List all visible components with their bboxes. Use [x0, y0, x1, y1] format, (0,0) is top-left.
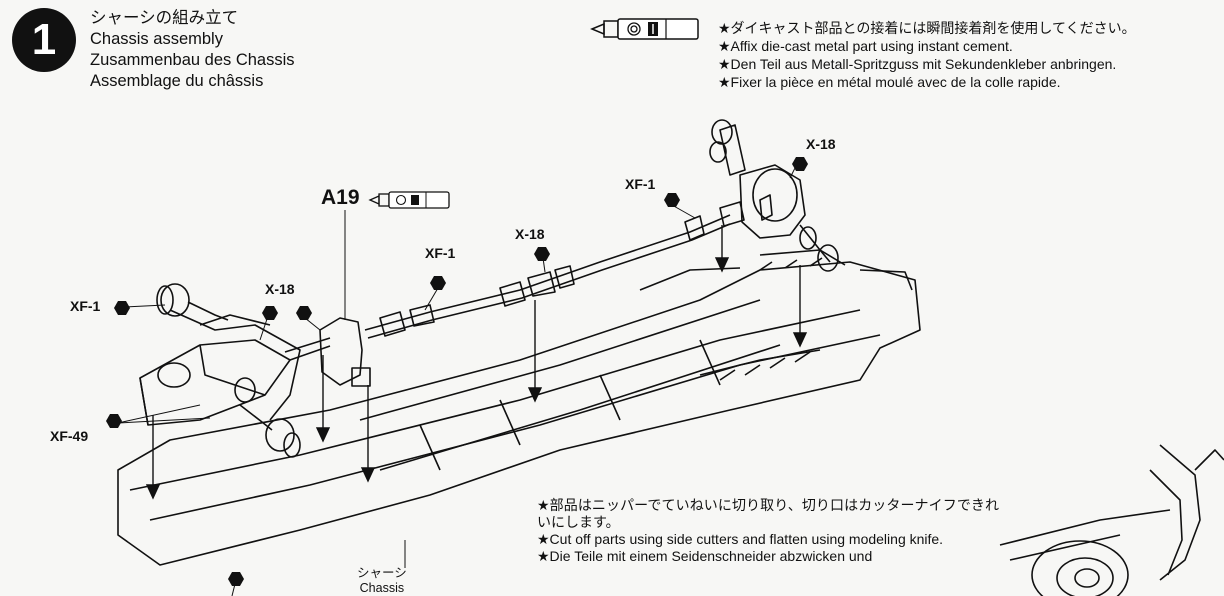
front-gearbox: [139, 339, 291, 426]
paint-marker-x18-left-a: [262, 306, 278, 320]
callout-a19: A19: [321, 186, 360, 209]
callout-xf1-left: XF-1: [70, 298, 101, 314]
chassis-label-ja: シャーシ: [357, 566, 407, 580]
glue-note-fr: ★Fixer la pièce en métal moulé avec de l…: [718, 74, 1061, 90]
cut-note-en: ★Cut off parts using side cutters and fl…: [537, 531, 944, 547]
paint-marker-x18-left-b: [296, 306, 312, 320]
paint-marker-xf49: [106, 414, 122, 428]
paint-marker-xf1-left: [114, 301, 130, 315]
cut-note: ★部品はニッパーでていねいに切り取り、切り口はカッターナイフできれいにします。 …: [537, 497, 999, 565]
cement-tube-icon: [590, 18, 699, 40]
cut-note-de: ★Die Teile mit einem Seidenschneider abz…: [537, 548, 873, 564]
callout-xf49: XF-49: [50, 428, 89, 444]
front-prop-shaft: [284, 337, 331, 361]
callout-xf1-mid: XF-1: [425, 245, 456, 261]
cut-note-ja: ★部品はニッパーでていねいに切り取り、切り口はカッターナイフできれいにします。: [537, 497, 999, 530]
glue-note-ja: ★ダイキャスト部品との接着には瞬間接着剤を使用してください。: [718, 20, 1136, 36]
paint-marker-xf1-mid: [430, 276, 446, 290]
paint-marker-bottom: [228, 572, 244, 586]
chassis-plate: [117, 261, 921, 566]
chassis-label-en: Chassis: [359, 581, 405, 595]
callout-x18-left: X-18: [265, 281, 295, 297]
rear-differential: [739, 164, 806, 239]
step-title-block: シャーシの組み立て Chassis assembly Zusammenbau d…: [90, 8, 295, 92]
callout-xf1-top: XF-1: [625, 176, 656, 192]
callout-x18-right: X-18: [806, 136, 836, 152]
glue-note-de: ★Den Teil aus Metall-Spritzguss mit Seku…: [718, 56, 1117, 72]
wheel-corner: [999, 509, 1171, 561]
step-title-ja: シャーシの組み立て: [90, 9, 239, 27]
paint-marker-x18-mid: [534, 247, 550, 261]
paint-marker-xf1-top: [664, 193, 680, 207]
center-gearbox: [319, 317, 363, 386]
paint-marker-x18-right: [792, 157, 808, 171]
step-title-fr: Assemblage du châssis: [90, 72, 264, 90]
step-number: 1: [31, 15, 57, 64]
cement-tube-icon-small: [368, 191, 450, 209]
step-title-de: Zusammenbau des Chassis: [90, 51, 295, 69]
chassis-label: シャーシ Chassis: [357, 566, 407, 596]
rear-prop-shaft: [364, 214, 731, 331]
step-title-en: Chassis assembly: [90, 30, 223, 48]
step-number-badge: 1: [12, 8, 76, 72]
glue-note: ★ダイキャスト部品との接着には瞬間接着剤を使用してください。 ★Affix di…: [718, 19, 1136, 91]
glue-note-en: ★Affix die-cast metal part using instant…: [718, 38, 1013, 54]
callout-x18-mid: X-18: [515, 226, 545, 242]
